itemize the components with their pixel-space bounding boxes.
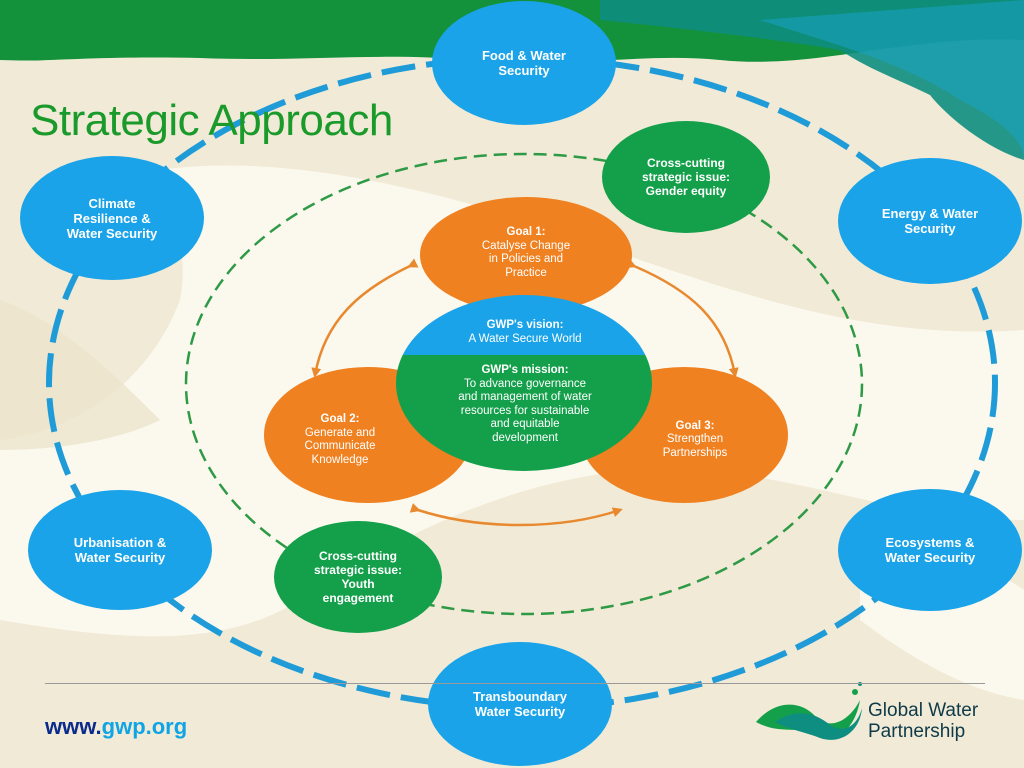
goal-line: Knowledge [311, 453, 369, 466]
node-food-water-security: Food & Water Security [432, 1, 616, 125]
mission-title: GWP's mission: [481, 364, 569, 376]
node-ecosystems-bg [838, 489, 1022, 611]
node-food-bg [432, 1, 616, 125]
goal-title: Goal 2: [320, 413, 360, 425]
gwp-logo-text: Global Water Partnership [868, 700, 978, 742]
node-label-line: Resilience & [73, 210, 151, 226]
node-label-line: engagement [322, 591, 394, 605]
node-label-line: Energy & Water [881, 206, 979, 221]
goal-title: Goal 1: [506, 226, 546, 238]
node-cross-cutting-gender: Cross-cutting strategic issue: Gender eq… [602, 121, 770, 233]
node-label-line: Youth [341, 577, 375, 591]
node-gender-bg [602, 121, 770, 233]
url-prefix: www. [45, 714, 102, 739]
arrow-goal1-goal3 [625, 258, 739, 378]
node-energy-water-security: Energy & Water Security [838, 158, 1022, 284]
goal-line: in Policies and [488, 253, 564, 265]
page-title: Strategic Approach [30, 96, 393, 145]
mission-line: and equitable [490, 418, 560, 430]
arrow-goal2-goal3 [409, 503, 623, 527]
mission-line: To advance governance [463, 377, 587, 390]
goal-line: Practice [505, 266, 547, 279]
node-label-line: Food & Water [481, 48, 566, 63]
footer-divider [45, 683, 985, 684]
arrow-goal1-goal2 [311, 258, 419, 378]
goal-line: Catalyse Change [481, 239, 571, 252]
goal-arrows [311, 258, 739, 527]
node-label-line: Security [904, 221, 956, 236]
vision-text: A Water Secure World [468, 333, 582, 345]
node-urbanisation-bg [28, 490, 212, 610]
center-vision: GWP's vision: A Water Secure World [430, 312, 620, 352]
node-label-line: Water Security [66, 225, 158, 241]
mission-line: resources for sustainable [460, 404, 590, 417]
node-transboundary-water-security: Transboundary Water Security [428, 642, 612, 766]
node-transboundary-bg [428, 642, 612, 766]
node-energy-bg [838, 158, 1022, 284]
goal-title: Goal 3: [675, 419, 715, 432]
logo-line: Partnership [868, 721, 966, 742]
goal-line: Partnerships [662, 446, 728, 459]
goal-2: Goal 2: Generate and Communicate Knowled… [280, 385, 400, 495]
node-urbanisation-water-security: Urbanisation & Water Security [28, 490, 212, 610]
logo-line: Global Water [868, 700, 979, 721]
website-link[interactable]: www.gwp.org [45, 714, 187, 740]
node-cross-cutting-youth: Cross-cutting strategic issue: Youth eng… [274, 521, 442, 633]
vision-title: GWP's vision: [486, 319, 564, 331]
node-label-line: Transboundary [473, 689, 567, 704]
goal-line: Communicate [304, 440, 376, 452]
node-label-line: Ecosystems & [885, 535, 975, 550]
node-label-line: strategic issue: [641, 170, 731, 184]
node-label-line: Gender equity [645, 184, 727, 198]
node-climate-bg [20, 156, 204, 280]
goal1-bg [420, 197, 632, 313]
node-label-line: Cross-cutting [319, 549, 397, 563]
node-label-line: Water Security [74, 550, 166, 565]
url-domain: gwp.org [101, 714, 188, 739]
inner-ring-dashed [184, 152, 864, 616]
goal-line: Generate and [304, 426, 376, 439]
goal-1: Goal 1: Catalyse Change in Policies and … [436, 200, 616, 308]
goal-line: Strengthen [666, 433, 724, 446]
node-label-line: Water Security [884, 550, 976, 565]
node-label-line: Security [498, 63, 550, 78]
goal-3: Goal 3: Strengthen Partnerships [640, 385, 750, 495]
node-label-line: Urbanisation & [73, 535, 167, 550]
node-label-line: Water Security [474, 704, 566, 719]
node-ecosystems-water-security: Ecosystems & Water Security [838, 489, 1022, 611]
mission-line: and management of water [458, 391, 592, 403]
node-youth-bg [274, 521, 442, 633]
node-label-line: Cross-cutting [647, 156, 725, 170]
node-climate-resilience-water-security: Climate Resilience & Water Security [20, 156, 204, 280]
node-label-line: strategic issue: [313, 563, 403, 577]
node-label-line: Climate [88, 195, 136, 211]
mission-line: development [492, 431, 558, 444]
center-mission: GWP's mission: To advance governance and… [420, 364, 630, 458]
